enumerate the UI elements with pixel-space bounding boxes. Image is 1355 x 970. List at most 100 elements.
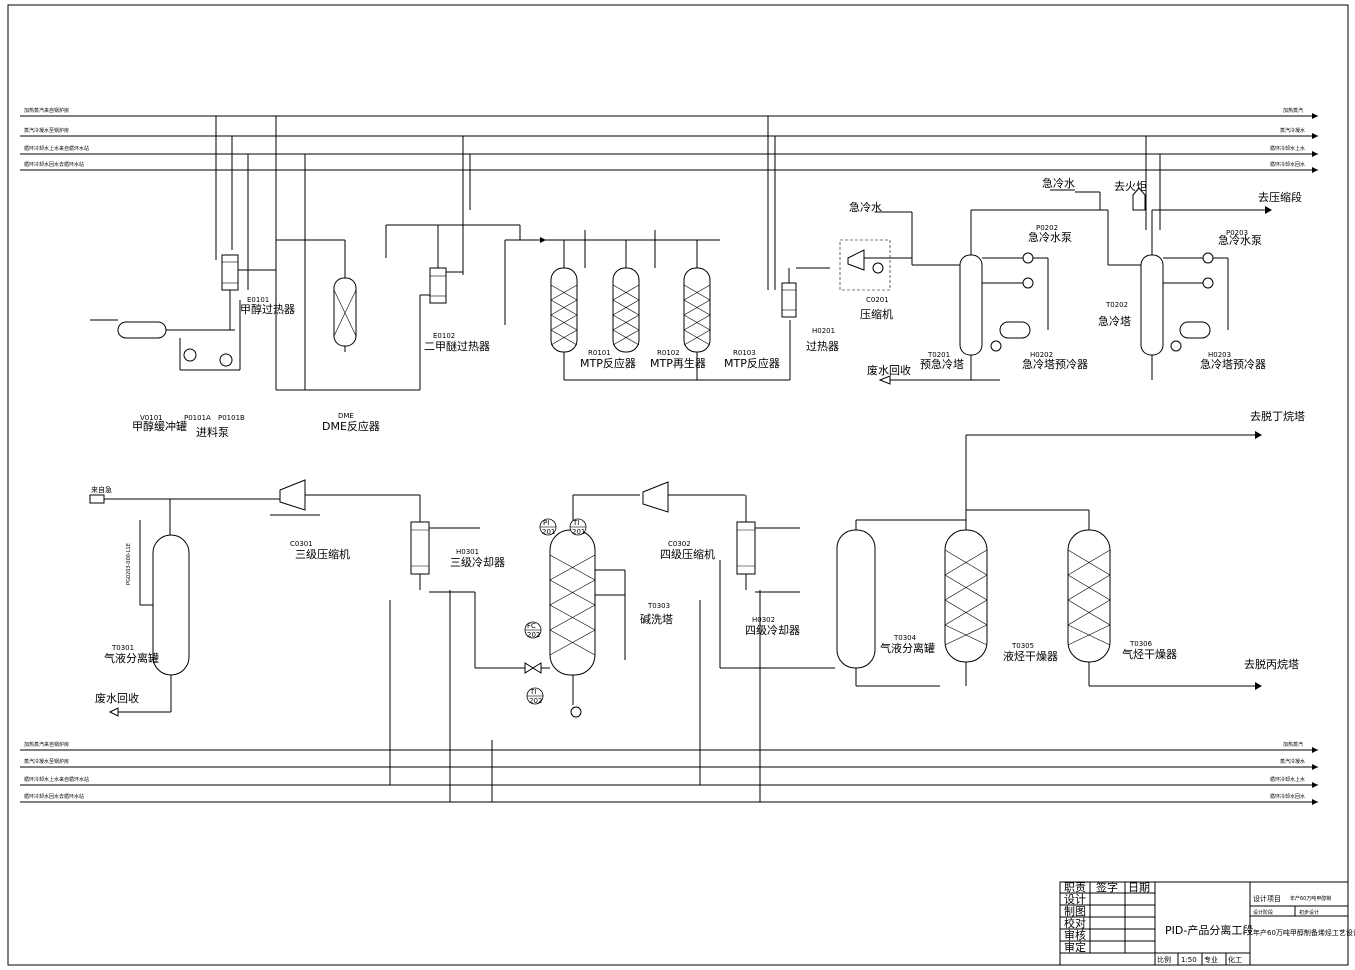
name-t0303: 碱洗塔: [640, 613, 673, 626]
instrument-ti-201: TI 201: [569, 518, 587, 536]
utility-left-2: 循环冷却水上水来自循环水站: [24, 145, 89, 152]
svg-text:202: 202: [529, 697, 542, 705]
name-c0301: 三级压缩机: [295, 547, 350, 561]
tag-p0101a: P0101A: [184, 414, 211, 422]
tag-p0203: P0203: [1226, 229, 1248, 237]
upstream-inlet: [89, 494, 105, 504]
tb-scale-label: 比例: [1157, 955, 1171, 964]
superheater-h0201: [781, 282, 797, 318]
utility-left-0: 加热蒸汽来自锅炉房: [24, 107, 69, 114]
name-t0304: 气液分离罐: [880, 641, 935, 655]
label-waste-water-1: 废水回收: [867, 363, 911, 377]
tag-h0201: H0201: [812, 327, 835, 335]
utility-bottom-left-0: 加热蒸汽来自锅炉房: [24, 741, 69, 748]
tb-major-label: 专业: [1204, 955, 1218, 964]
tag-t0201: T0201: [927, 351, 950, 359]
tb-role-check: 校对: [1064, 916, 1086, 930]
methanol-buffer-tank: [117, 321, 167, 339]
name-h0202: 急冷塔预冷器: [1022, 357, 1088, 371]
tag-v0101: V0101: [140, 414, 163, 422]
tag-dme: DME: [338, 412, 354, 420]
tb-header-role: 职责: [1064, 881, 1086, 894]
name-t0306: 气烃干燥器: [1122, 647, 1177, 661]
compressor-c0302: [642, 481, 669, 513]
label-to-flare: 去火炬: [1114, 180, 1147, 193]
svg-text:TI: TI: [529, 688, 536, 696]
tag-t0304: T0304: [893, 634, 917, 642]
name-h0203: 急冷塔预冷器: [1200, 357, 1266, 371]
tag-p0202: P0202: [1036, 224, 1058, 232]
bottom-utility-lines: 加热蒸汽来自锅炉房 蒸汽冷凝水至锅炉房 循环冷却水上水来自循环水站 循环冷却水回…: [20, 590, 1318, 805]
feed-pump-b: [219, 353, 233, 367]
tb-header-sign: 签字: [1096, 880, 1118, 894]
tag-c0301: C0301: [290, 540, 313, 548]
svg-text:PI: PI: [543, 519, 549, 527]
tag-c0201: C0201: [866, 296, 889, 304]
top-utility-lines: 加热蒸汽来自锅炉房 蒸汽冷凝水至锅炉房 循环冷却水上水来自循环水站 循环冷却水回…: [20, 107, 1318, 390]
compressor-c0201: [847, 249, 865, 271]
utility-right-0: 加热蒸汽: [1283, 107, 1303, 114]
mtp-reactor-1: [550, 240, 578, 353]
name-t0305: 液烃干燥器: [1003, 649, 1058, 663]
instrument-fc-202: FC 202: [524, 621, 542, 639]
tag-t0303: T0303: [647, 602, 670, 610]
name-r0101: MTP反应器: [580, 356, 636, 370]
waste-water-outlet-1: [878, 375, 891, 385]
drawing-frame: [7, 4, 1349, 966]
utility-bottom-right-1: 蒸汽冷凝水: [1280, 758, 1305, 765]
name-t0301: 气液分离罐: [104, 651, 159, 665]
dme-reactor: [333, 277, 357, 347]
name-v0101: 甲醇缓冲罐: [132, 419, 187, 433]
quench-water-pump-p0203-b: [1202, 277, 1214, 289]
label-waste-water-2: 废水回收: [95, 691, 139, 705]
name-r0102: MTP再生器: [650, 356, 706, 370]
utility-right-2: 循环冷却水上水: [1270, 145, 1305, 152]
caustic-pump: [570, 706, 582, 718]
svg-text:201: 201: [572, 528, 585, 536]
tag-c0302: C0302: [668, 540, 691, 548]
tag-t0305: T0305: [1011, 642, 1034, 650]
label-quench-water-1: 急冷水: [849, 200, 882, 214]
gas-liquid-separator-t0304: [836, 529, 876, 669]
waste-water-outlet-2: [108, 707, 119, 717]
name-e0101: 甲醇过热器: [240, 302, 295, 316]
name-p0202: 急冷水泵: [1028, 230, 1072, 244]
utility-bottom-left-2: 循环冷却水上水来自循环水站: [24, 776, 89, 783]
name-c0302: 四级压缩机: [660, 547, 715, 561]
tb-drawing-title: PID-产品分离工段: [1165, 923, 1253, 937]
utility-left-3: 循环冷却水回水去循环水站: [24, 161, 84, 168]
tb-role-approve: 审定: [1064, 940, 1086, 954]
svg-text:202: 202: [527, 631, 540, 639]
utility-bottom-left-3: 循环冷却水回水去循环水站: [24, 793, 84, 800]
section-1: E0101 甲醇过热器 V0101 甲醇缓冲罐 P0101A P0101B 进料…: [90, 176, 1302, 439]
tag-r0102: R0102: [657, 349, 680, 357]
tag-t0301: T0301: [111, 644, 134, 652]
tb-design-stage-value: 初步设计: [1299, 909, 1319, 916]
tag-h0301: H0301: [456, 548, 479, 556]
quench-water-pump-p0202-b: [1022, 277, 1034, 289]
name-h0301: 三级冷却器: [450, 556, 505, 569]
tag-t0202: T0202: [1105, 301, 1128, 309]
section-2: PG0203-000-L1E: [89, 409, 1305, 718]
svg-text:TI: TI: [572, 519, 579, 527]
line-label-t0301: PG0203-000-L1E: [126, 543, 132, 585]
utility-bottom-right-3: 循环冷却水回水: [1270, 793, 1305, 800]
flare-stack: [1132, 187, 1146, 211]
utility-right-3: 循环冷却水回水: [1270, 161, 1305, 168]
name-t0201: 预急冷塔: [920, 357, 964, 371]
name-e0102: 二甲醚过热器: [424, 339, 490, 353]
tb-scale-value: 1:50: [1181, 956, 1197, 964]
utility-right-1: 蒸汽冷凝水: [1280, 127, 1305, 134]
svg-text:FC: FC: [527, 622, 536, 630]
utility-bottom-right-2: 循环冷却水上水: [1270, 776, 1305, 783]
tb-design-project-label: 设计项目: [1253, 894, 1281, 903]
tb-design-stage-label: 设计阶段: [1253, 909, 1273, 916]
name-h0302: 四级冷却器: [745, 624, 800, 637]
tb-project-name: 年产60万吨甲醇制备烯烃工艺设计: [1253, 928, 1355, 937]
tag-h0202: H0202: [1030, 351, 1053, 359]
dme-superheater: [429, 267, 447, 304]
feed-pump-a: [183, 348, 197, 362]
caustic-wash-tower: [549, 529, 596, 676]
utility-bottom-left-1: 蒸汽冷凝水至锅炉房: [24, 758, 69, 765]
methanol-superheater: [221, 254, 239, 291]
